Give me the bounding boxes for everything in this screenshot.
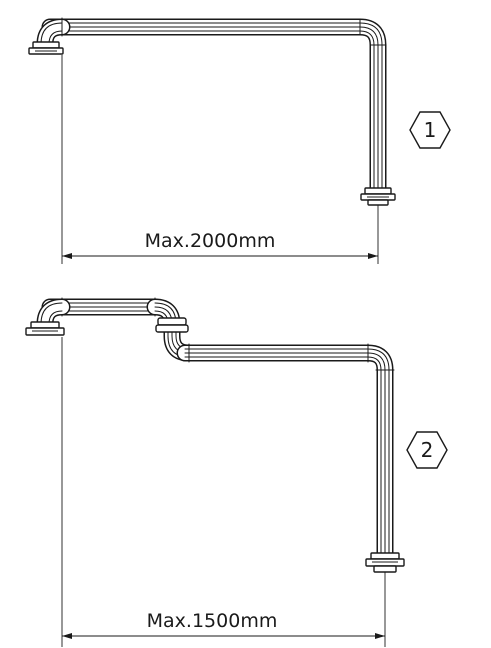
badge-2-label: 2 bbox=[421, 438, 434, 462]
badge-2: 2 bbox=[406, 431, 448, 469]
bottom-flange-1 bbox=[360, 187, 396, 206]
pipe-run-1 bbox=[41, 18, 387, 199]
pipe-run-2b bbox=[176, 343, 395, 564]
badge-1: 1 bbox=[409, 111, 451, 149]
left-elbow-flange-1 bbox=[28, 17, 71, 55]
left-elbow-flange-2 bbox=[25, 298, 71, 336]
dimension-2: Max.1500mm bbox=[61, 337, 386, 647]
figure-1: 1 Max.2000mm bbox=[28, 17, 451, 264]
dimension-2-label: Max.1500mm bbox=[147, 610, 278, 632]
badge-1-label: 1 bbox=[424, 118, 437, 142]
dimension-1: Max.2000mm bbox=[61, 55, 379, 264]
bottom-flange-2 bbox=[365, 552, 405, 573]
figure-2: 2 Max.1500mm bbox=[25, 297, 448, 647]
dimension-1-label: Max.2000mm bbox=[145, 230, 276, 252]
